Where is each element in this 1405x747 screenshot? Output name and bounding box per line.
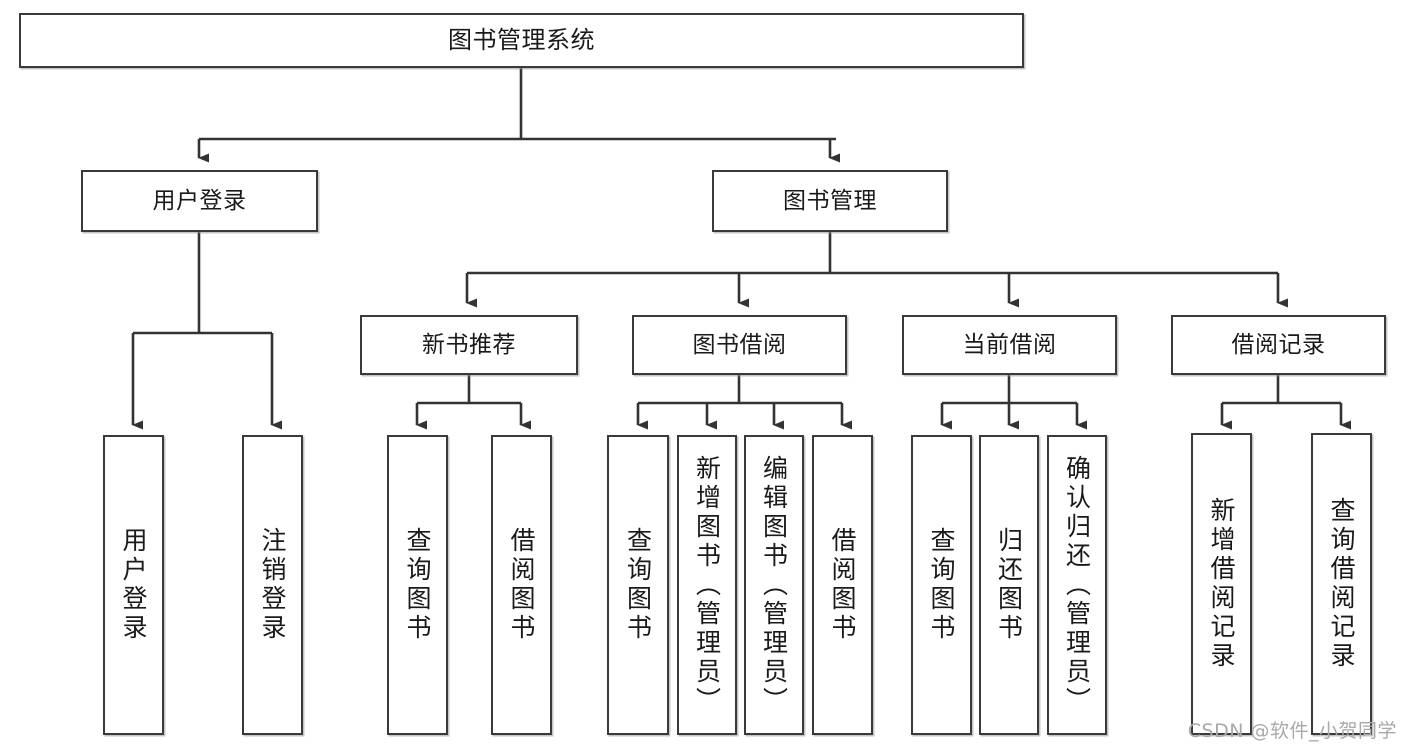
node-leaf-borrow-book[interactable]: 借阅图书 bbox=[812, 435, 873, 735]
node-leaf-query-book-current[interactable]: 查询图书 bbox=[911, 435, 972, 735]
node-label: 新书推荐 bbox=[422, 331, 516, 358]
node-label: 当前借阅 bbox=[962, 331, 1057, 358]
node-label: 确认归还（管理员） bbox=[1062, 454, 1092, 716]
node-leaf-logout[interactable]: 注销登录 bbox=[242, 435, 303, 735]
node-book-borrow[interactable]: 图书借阅 bbox=[632, 315, 847, 375]
node-label: 归还图书 bbox=[994, 527, 1024, 643]
node-leaf-borrow-book-new[interactable]: 借阅图书 bbox=[491, 435, 552, 735]
node-current-borrow[interactable]: 当前借阅 bbox=[902, 315, 1117, 375]
node-label: 用户登录 bbox=[152, 187, 247, 214]
node-leaf-return-book[interactable]: 归还图书 bbox=[979, 435, 1039, 735]
node-leaf-query-book-borrow[interactable]: 查询图书 bbox=[607, 435, 669, 735]
node-leaf-query-book-new[interactable]: 查询图书 bbox=[387, 435, 448, 735]
node-leaf-user-login[interactable]: 用户登录 bbox=[103, 435, 164, 735]
node-leaf-edit-book-admin[interactable]: 编辑图书（管理员） bbox=[744, 435, 804, 735]
node-label: 编辑图书（管理员） bbox=[759, 454, 789, 716]
node-label: 查询借阅记录 bbox=[1327, 497, 1356, 671]
node-label: 借阅图书 bbox=[828, 527, 857, 643]
node-label: 注销登录 bbox=[258, 527, 287, 643]
node-label: 查询图书 bbox=[403, 527, 432, 643]
watermark: CSDN @软件_小贺同学 bbox=[1187, 720, 1397, 742]
node-label: 查询图书 bbox=[927, 527, 956, 643]
node-new-book-recommend[interactable]: 新书推荐 bbox=[360, 315, 578, 375]
node-label: 借阅记录 bbox=[1231, 331, 1326, 358]
node-label: 新增借阅记录 bbox=[1207, 497, 1236, 671]
node-label: 图书借阅 bbox=[692, 331, 787, 358]
node-label: 图书管理 bbox=[783, 187, 877, 214]
node-borrow-record[interactable]: 借阅记录 bbox=[1171, 315, 1386, 375]
node-leaf-add-borrow-record[interactable]: 新增借阅记录 bbox=[1191, 433, 1252, 735]
node-label: 查询图书 bbox=[623, 527, 653, 643]
node-book-management[interactable]: 图书管理 bbox=[712, 170, 948, 232]
node-label: 用户登录 bbox=[119, 527, 148, 643]
node-leaf-add-book-admin[interactable]: 新增图书（管理员） bbox=[677, 435, 737, 735]
node-label: 图书管理系统 bbox=[448, 25, 595, 54]
node-user-login[interactable]: 用户登录 bbox=[81, 170, 318, 232]
node-label: 新增图书（管理员） bbox=[692, 454, 722, 716]
node-leaf-query-borrow-record[interactable]: 查询借阅记录 bbox=[1311, 433, 1372, 735]
node-root-book-management-system[interactable]: 图书管理系统 bbox=[19, 13, 1024, 68]
node-leaf-confirm-return-admin[interactable]: 确认归还（管理员） bbox=[1047, 435, 1107, 735]
node-label: 借阅图书 bbox=[507, 527, 536, 643]
